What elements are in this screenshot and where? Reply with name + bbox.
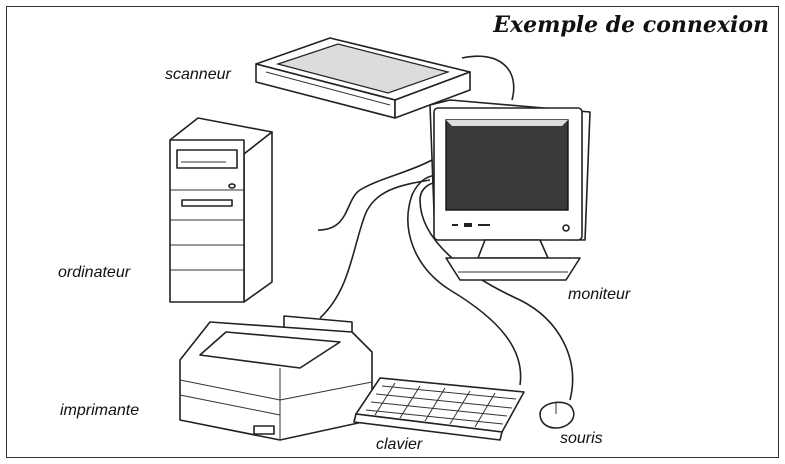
scanner-label: scanneur — [165, 66, 231, 83]
printer-illustration — [179, 315, 373, 441]
printer-label: imprimante — [60, 402, 140, 419]
monitor-label: moniteur — [568, 286, 631, 303]
computer-monitor-cable — [317, 159, 433, 231]
keyboard-illustration — [353, 377, 525, 441]
printer-cable — [319, 179, 431, 319]
computer-illustration — [169, 117, 273, 303]
mouse-illustration — [539, 401, 575, 429]
diagram-frame — [6, 6, 779, 458]
diagram-title: Exemple de connexion — [493, 12, 769, 38]
keyboard-label: clavier — [376, 436, 423, 453]
scanner-cable — [461, 55, 515, 101]
monitor-illustration — [429, 99, 591, 281]
computer-label: ordinateur — [58, 264, 131, 281]
scanner-illustration — [255, 37, 471, 119]
mouse-label: souris — [560, 430, 603, 447]
keyboard-cable — [407, 174, 522, 386]
